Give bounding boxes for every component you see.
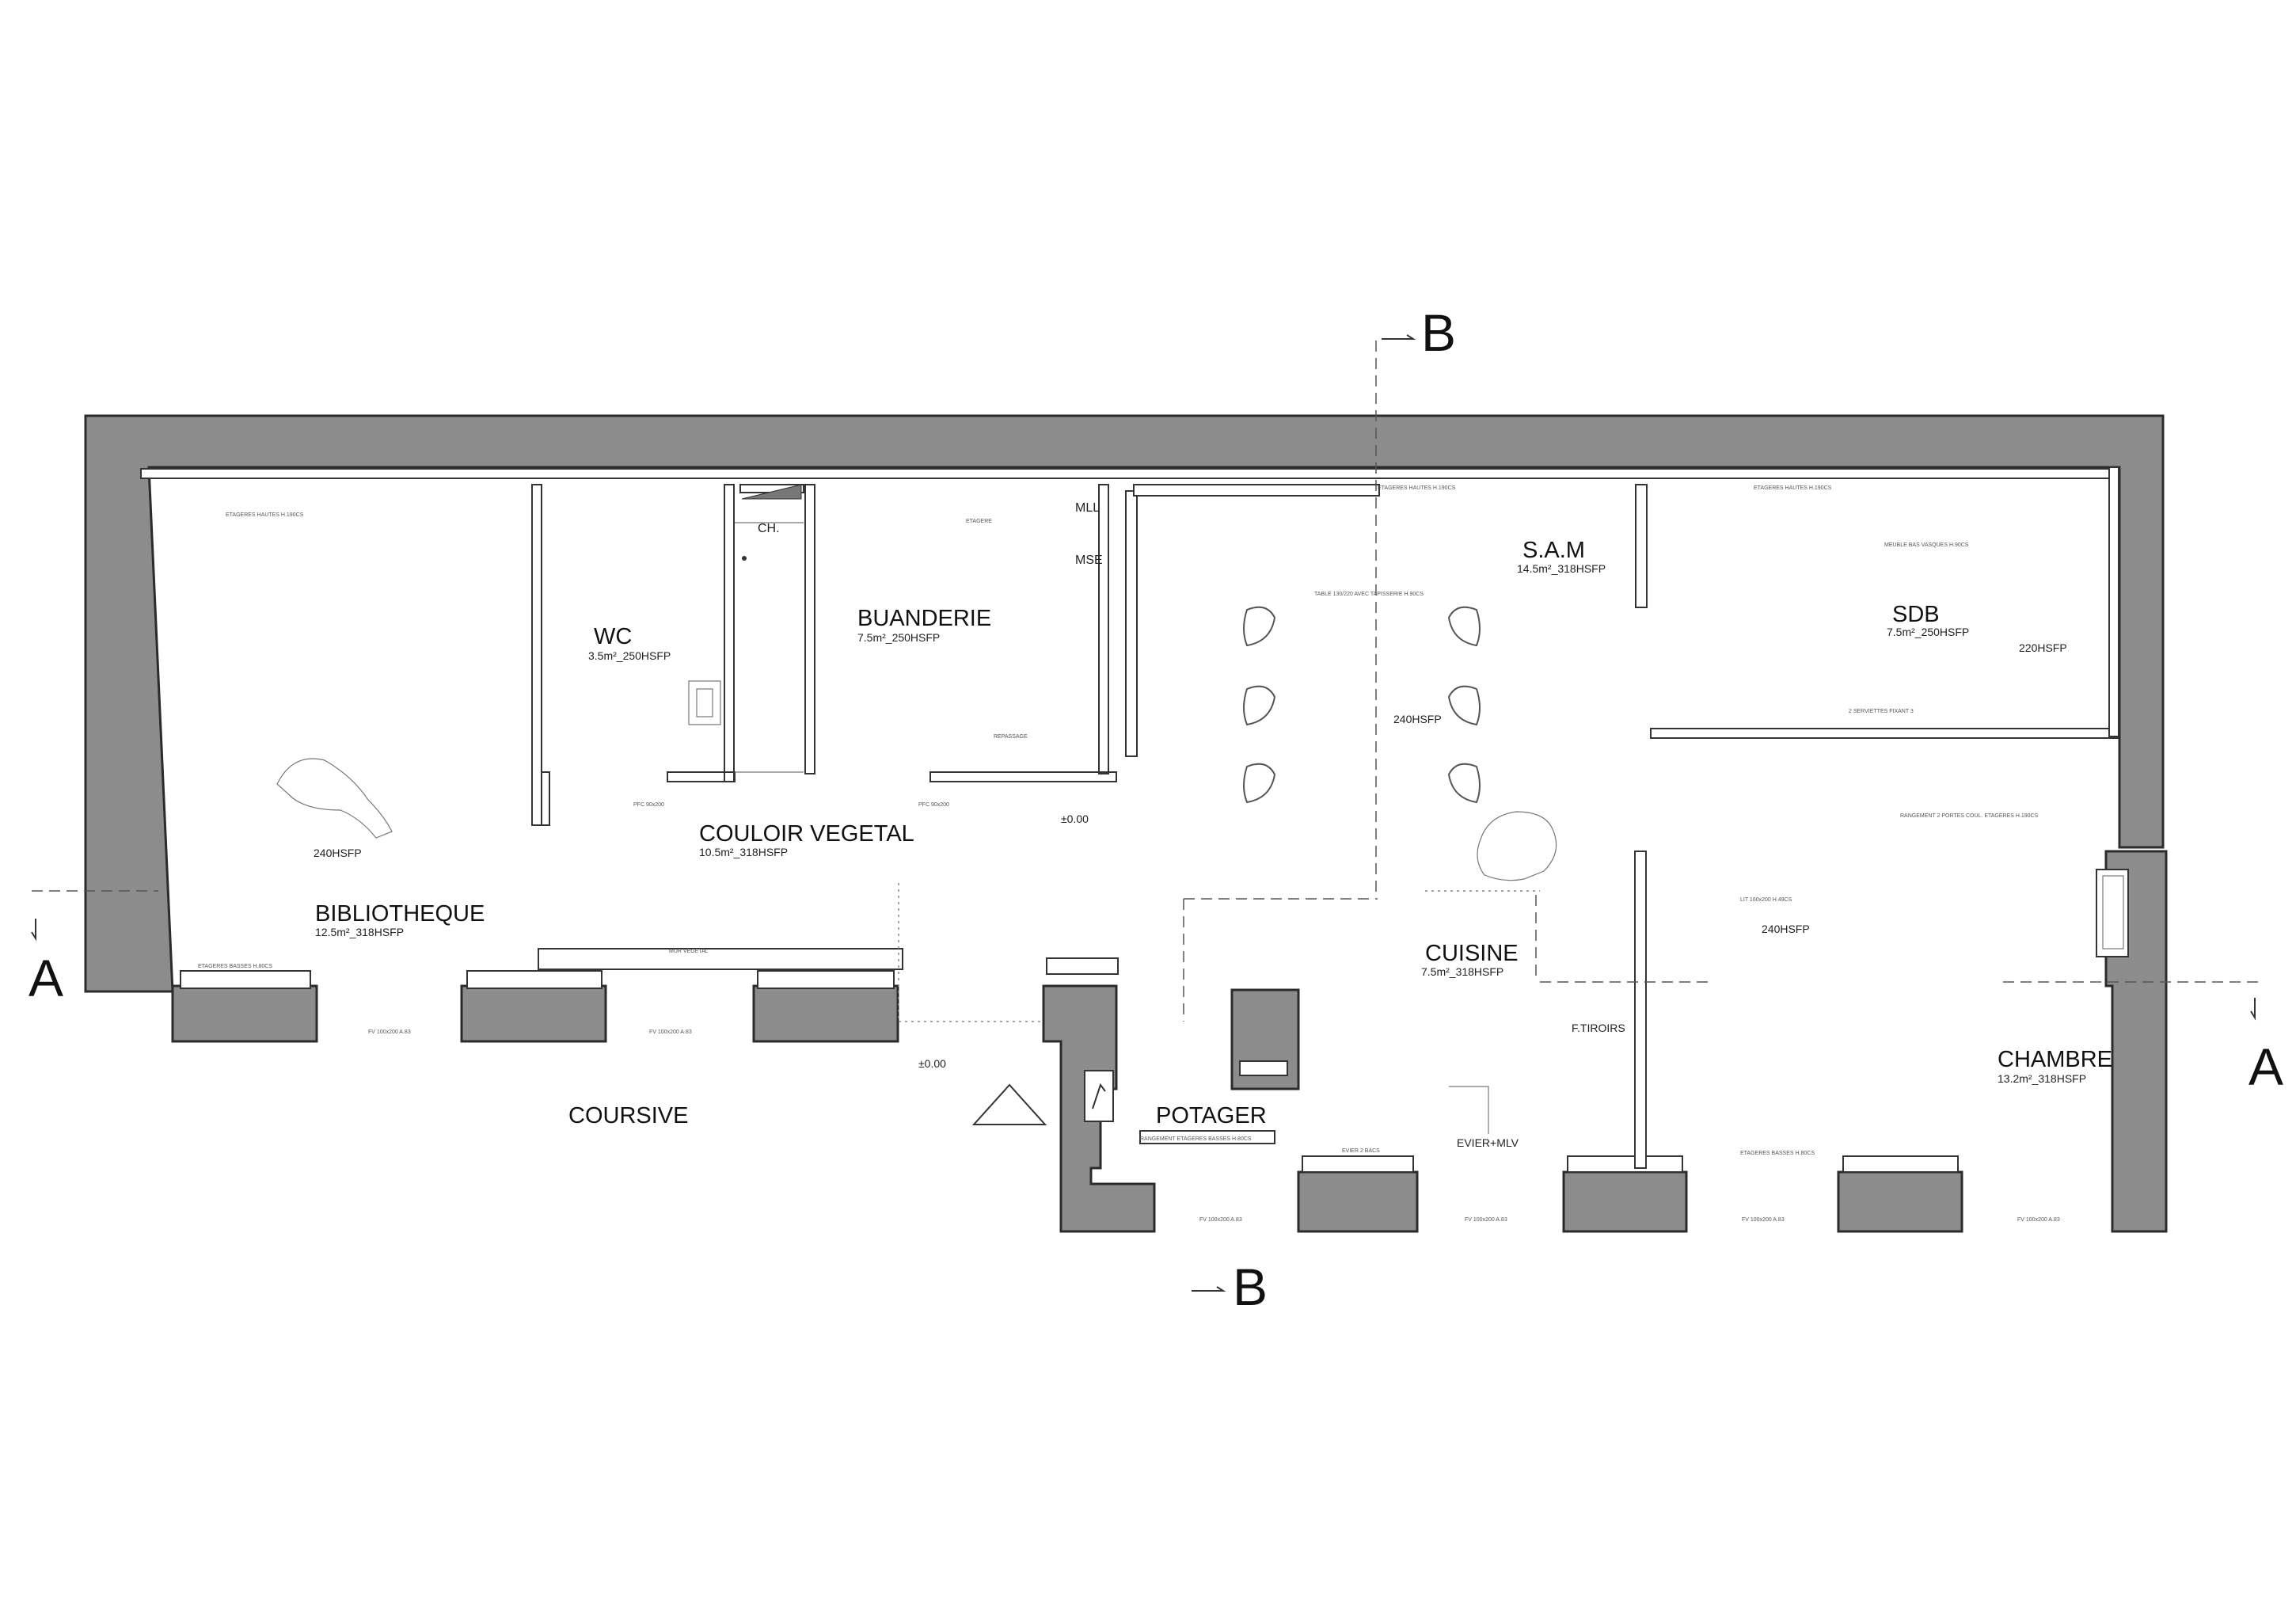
svg-text:PFC 90x200: PFC 90x200 bbox=[918, 802, 949, 808]
annotations: CH. MLL MSE ±0.00 ±0.00 F.TIROIRS EVIER+… bbox=[758, 501, 1625, 1149]
svg-text:ETAGERES BASSES H.80CS: ETAGERES BASSES H.80CS bbox=[1740, 1151, 1815, 1156]
symbols bbox=[971, 1070, 1489, 1134]
figure-sketches bbox=[276, 758, 1557, 881]
room-name-potager: POTAGER bbox=[1156, 1103, 1267, 1128]
room-area-buanderie: 7.5m²_250HSFP bbox=[857, 631, 940, 644]
svg-text:ETAGERES HAUTES H.190CS: ETAGERES HAUTES H.190CS bbox=[1378, 485, 1456, 491]
partitions bbox=[531, 484, 1117, 826]
section-b-bottom: B bbox=[1233, 1258, 1268, 1316]
svg-text:LIT 160x200 H.49CS: LIT 160x200 H.49CS bbox=[1740, 897, 1792, 903]
room-height-sdb: 220HSFP bbox=[2019, 641, 2067, 654]
level-triangle-icon bbox=[971, 1083, 1047, 1125]
room-name-wc: WC bbox=[594, 624, 632, 649]
svg-text:TABLE 130/220 AVEC TAPISSERIE: TABLE 130/220 AVEC TAPISSERIE H.90CS bbox=[1314, 592, 1424, 597]
room-area-cuisine: 7.5m²_318HSFP bbox=[1421, 965, 1503, 978]
svg-text:2 SERVIETTES FIXANT 3: 2 SERVIETTES FIXANT 3 bbox=[1849, 709, 1914, 714]
room-area-sdb: 7.5m²_250HSFP bbox=[1887, 626, 1969, 638]
label-evier: EVIER+MLV bbox=[1457, 1136, 1519, 1149]
elevator-icon bbox=[1084, 1070, 1114, 1122]
svg-text:ETAGERE: ETAGERE bbox=[966, 519, 992, 524]
label-ch: CH. bbox=[758, 522, 780, 535]
room-name-buanderie: BUANDERIE bbox=[857, 606, 991, 631]
svg-text:MEUBLE BAS VASQUES H.90CS: MEUBLE BAS VASQUES H.90CS bbox=[1884, 542, 1969, 548]
room-labels: BIBLIOTHEQUE 12.5m²_318HSFP 240HSFP WC 3… bbox=[314, 538, 2112, 1128]
label-level-inside: ±0.00 bbox=[1061, 813, 1089, 825]
label-mse: MSE bbox=[1075, 554, 1103, 567]
room-name-chambre: CHAMBRE bbox=[1998, 1047, 2112, 1072]
section-lines bbox=[32, 341, 2264, 1022]
section-a-left: A bbox=[29, 949, 63, 1007]
room-name-sdb: SDB bbox=[1892, 602, 1940, 627]
room-height-chambre: 240HSFP bbox=[1762, 923, 1810, 935]
pier-6 bbox=[1837, 1170, 1963, 1233]
room-name-sam: S.A.M bbox=[1522, 538, 1585, 563]
shelving bbox=[140, 466, 2119, 1173]
room-area-couloir: 10.5m²_318HSFP bbox=[699, 846, 788, 858]
pier-3 bbox=[752, 984, 899, 1043]
section-b-top: B bbox=[1421, 303, 1456, 362]
wall-north-west bbox=[84, 414, 2165, 993]
svg-text:MUR VEGETAL: MUR VEGETAL bbox=[669, 949, 709, 954]
label-mll: MLL bbox=[1075, 501, 1100, 515]
east-window-niche bbox=[2096, 869, 2129, 957]
svg-text:FV 100x200 A.83: FV 100x200 A.83 bbox=[368, 1029, 411, 1035]
dining-chairs bbox=[1243, 606, 1481, 804]
svg-text:EVIER 2 BACS: EVIER 2 BACS bbox=[1342, 1148, 1380, 1154]
svg-text:RANGEMENT ETAGERES BASSES H.80: RANGEMENT ETAGERES BASSES H.80CS bbox=[1140, 1136, 1252, 1142]
svg-text:RANGEMENT 2 PORTES COUL. ETAGE: RANGEMENT 2 PORTES COUL. ETAGERES H.190C… bbox=[1900, 813, 2039, 819]
svg-text:ETAGERES HAUTES H.190CS: ETAGERES HAUTES H.190CS bbox=[226, 512, 304, 518]
svg-text:FV 100x200 A.83: FV 100x200 A.83 bbox=[2017, 1217, 2060, 1223]
room-area-chambre: 13.2m²_318HSFP bbox=[1998, 1072, 2086, 1085]
room-name-couloir: COULOIR VEGETAL bbox=[699, 821, 914, 847]
svg-text:FV 100x200 A.83: FV 100x200 A.83 bbox=[1465, 1217, 1507, 1223]
room-height-sam: 240HSFP bbox=[1393, 713, 1442, 725]
section-a-right: A bbox=[2248, 1037, 2283, 1096]
room-name-bibliotheque: BIBLIOTHEQUE bbox=[315, 901, 485, 927]
svg-text:ETAGERES HAUTES H.190CS: ETAGERES HAUTES H.190CS bbox=[1754, 485, 1832, 491]
pier-4 bbox=[1297, 1170, 1419, 1233]
room-name-cuisine: CUISINE bbox=[1425, 941, 1519, 966]
pier-5 bbox=[1562, 1170, 1688, 1233]
room-area-bibliotheque: 12.5m²_318HSFP bbox=[315, 926, 404, 938]
room-height-bibliotheque: 240HSFP bbox=[314, 847, 362, 859]
svg-text:PFC 90x200: PFC 90x200 bbox=[633, 802, 664, 808]
svg-text:ETAGERES BASSES H.80CS: ETAGERES BASSES H.80CS bbox=[198, 964, 272, 969]
svg-text:FV 100x200 A.83: FV 100x200 A.83 bbox=[1199, 1217, 1242, 1223]
room-name-coursive: COURSIVE bbox=[568, 1103, 688, 1128]
pier-1 bbox=[171, 984, 318, 1043]
room-area-sam: 14.5m²_318HSFP bbox=[1517, 562, 1606, 575]
svg-text:FV 100x200 A.83: FV 100x200 A.83 bbox=[1742, 1217, 1785, 1223]
room-area-wc: 3.5m²_250HSFP bbox=[588, 649, 671, 662]
svg-text:FV 100x200 A.83: FV 100x200 A.83 bbox=[649, 1029, 692, 1035]
tiny-annotations: ETAGERES HAUTES H.190CS ETAGERES HAUTES … bbox=[198, 485, 2060, 1223]
section-markers: A A B B bbox=[29, 303, 2283, 1316]
label-tiroirs: F.TIROIRS bbox=[1572, 1022, 1625, 1034]
pier-2 bbox=[460, 984, 607, 1043]
svg-text:REPASSAGE: REPASSAGE bbox=[994, 734, 1028, 740]
label-level-outside: ±0.00 bbox=[918, 1057, 946, 1070]
